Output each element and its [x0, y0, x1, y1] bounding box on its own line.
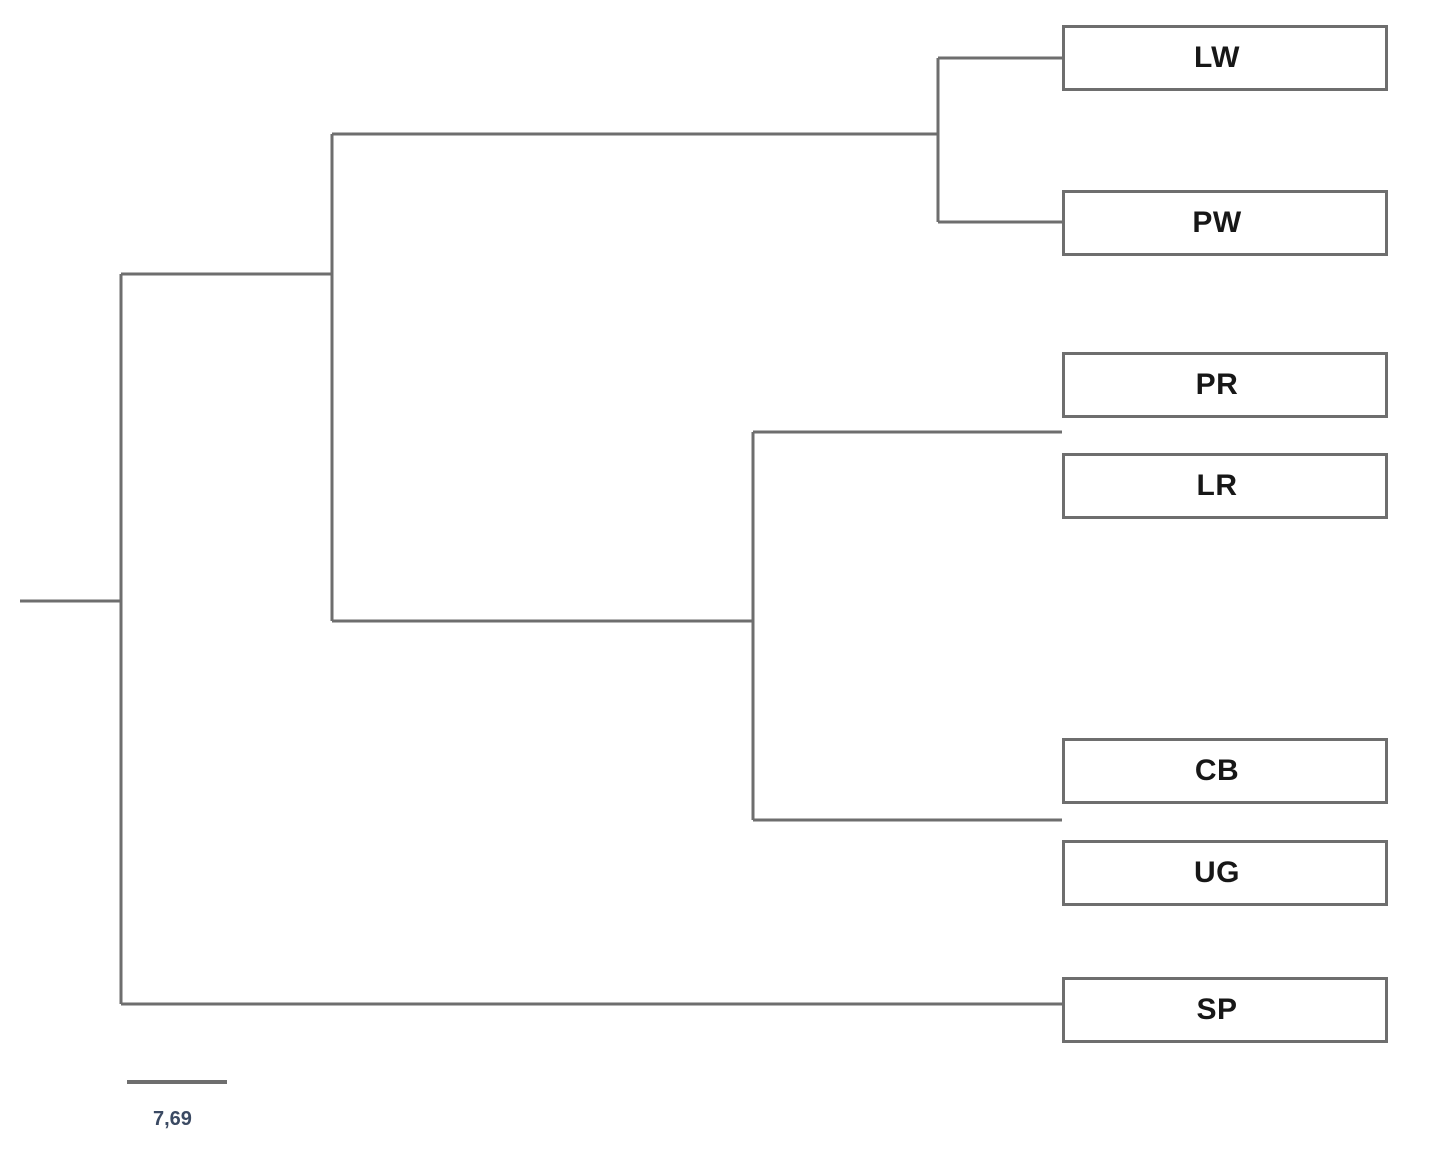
- leaf-label-pw: PW: [1192, 206, 1242, 239]
- leaf-box-cb[interactable]: CB: [1062, 738, 1388, 804]
- leaf-label-lw: LW: [1194, 41, 1240, 74]
- leaf-label-cb: CB: [1194, 754, 1240, 787]
- leaf-box-pw[interactable]: PW: [1062, 190, 1388, 256]
- leaf-box-ug[interactable]: UG: [1062, 840, 1388, 906]
- leaf-label-pr: PR: [1195, 368, 1239, 401]
- leaf-label-lr: LR: [1196, 469, 1238, 502]
- scale-bar-label: 7,69: [153, 1108, 192, 1130]
- leaf-box-pr[interactable]: PR: [1062, 352, 1388, 418]
- leaf-box-lw[interactable]: LW: [1062, 25, 1388, 91]
- leaf-label-sp: SP: [1196, 993, 1238, 1026]
- leaf-box-lr[interactable]: LR: [1062, 453, 1388, 519]
- leaf-label-ug: UG: [1194, 856, 1240, 889]
- leaf-box-sp[interactable]: SP: [1062, 977, 1388, 1043]
- scale-bar: [127, 1080, 227, 1084]
